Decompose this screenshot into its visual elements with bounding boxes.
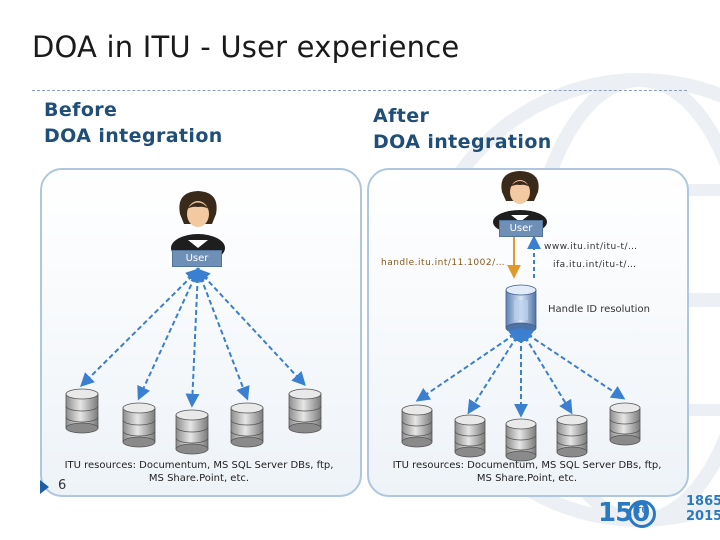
- after-user-label: User: [499, 220, 543, 237]
- before-user-label: User: [172, 250, 222, 267]
- after-resources-line2: MS Share.Point, etc.: [476, 473, 578, 484]
- handle-server-icon: [505, 284, 537, 334]
- database-icon: [122, 402, 156, 448]
- database-icon: [556, 414, 588, 458]
- slide-title: DOA in ITU - User experience: [32, 30, 460, 64]
- logo-year-end: 2015: [686, 509, 720, 524]
- www-url: www.itu.int/itu-t/…: [544, 242, 638, 252]
- database-icon: [609, 402, 641, 446]
- before-resources-line1: ITU resources: Documentum, MS SQL Server…: [64, 460, 334, 471]
- after-request-arrows: [507, 235, 541, 279]
- logo-ring-icon: [628, 500, 656, 528]
- before-heading: Before DOA integration: [44, 97, 223, 149]
- page-number: 6: [58, 478, 67, 493]
- after-databases: [401, 402, 641, 462]
- before-arrow-3: [185, 267, 205, 408]
- handle-resolution-label: Handle ID resolution: [548, 304, 650, 315]
- title-divider: [32, 90, 687, 91]
- database-icon: [65, 388, 99, 434]
- database-icon: [230, 402, 264, 448]
- before-arrow-4: [195, 267, 250, 401]
- after-arrows: [415, 327, 626, 418]
- database-icon: [505, 418, 537, 462]
- before-arrow-1: [80, 268, 200, 387]
- after-arrow-5: [518, 328, 626, 400]
- before-databases: [65, 388, 322, 455]
- after-arrow-2: [467, 327, 523, 415]
- after-resources-note: ITU resources: Documentum, MS SQL Server…: [380, 459, 674, 485]
- before-resources-line2: MS Share.Point, etc.: [148, 473, 250, 484]
- before-arrow-2: [137, 267, 200, 401]
- before-arrow-5: [196, 267, 306, 387]
- after-heading-line1: After: [373, 105, 430, 127]
- after-heading-line2: DOA integration: [373, 131, 552, 153]
- before-arrows: [80, 267, 306, 408]
- handle-url: handle.itu.int/11.1002/…: [381, 258, 506, 268]
- after-arrow-4: [519, 327, 573, 415]
- logo-years: 1865 2015: [686, 494, 720, 524]
- footer-arrow-icon: [40, 480, 49, 494]
- ifa-url: ifa.itu.int/itu-t/…: [553, 260, 637, 270]
- logo-year-start: 1865: [686, 494, 720, 509]
- after-resources-line1: ITU resources: Documentum, MS SQL Server…: [392, 460, 662, 471]
- before-heading-line2: DOA integration: [44, 125, 223, 147]
- database-icon: [401, 404, 433, 448]
- before-heading-line1: Before: [44, 99, 118, 121]
- database-icon: [175, 409, 209, 455]
- after-arrow-1: [415, 328, 524, 402]
- logo-ring-text: ITU: [633, 506, 648, 515]
- itu-150-logo: 150 ITU 1865 2015: [598, 494, 720, 536]
- database-icon: [288, 388, 322, 434]
- before-resources-note: ITU resources: Documentum, MS SQL Server…: [52, 459, 346, 485]
- database-icon: [454, 414, 486, 458]
- after-heading: After DOA integration: [373, 103, 552, 155]
